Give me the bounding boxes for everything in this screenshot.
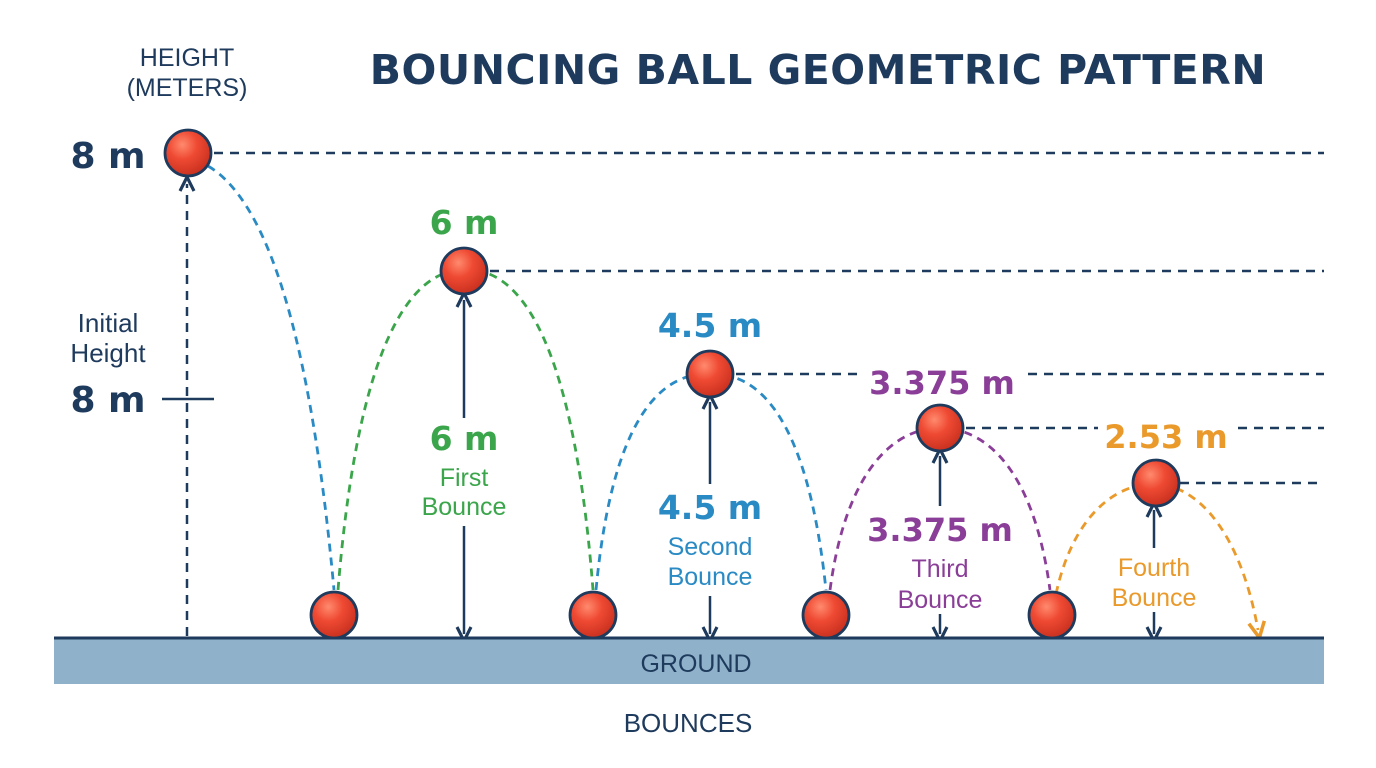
initial-top-value: 8 m [70,136,145,177]
initial-label-line1: Initial [78,308,139,338]
second-bounce-name-line2: Bounce [668,563,753,591]
second-bounce-value-label: 4.5 m [658,488,762,527]
initial-drop-path [207,164,336,591]
height-guides [214,151,1324,485]
x-axis-label: BOUNCES [624,708,753,738]
second-bounce-name-line1: Second [668,533,753,561]
ground-band [54,638,1324,684]
ball-ground-2 [568,590,618,640]
initial-side-value: 8 m [70,380,145,421]
third-bounce-value-label: 3.375 m [867,511,1013,549]
ball-fourth-peak [1131,458,1181,508]
ball-third-peak [915,403,965,453]
first-bounce-name-line2: Bounce [422,493,507,521]
second-bounce-path [594,372,828,591]
ball-first-peak [439,246,489,296]
ground-label: GROUND [640,650,751,678]
third-bounce-name-line1: Third [912,555,969,583]
second-bounce-peak-label: 4.5 m [658,306,762,345]
y-axis-label-line1: HEIGHT [140,44,234,72]
bounce-measure-arrows [464,300,1154,634]
ball-ground-3 [801,590,851,640]
y-axis-label-line2: (METERS) [127,74,248,102]
ball-initial [163,128,213,178]
first-bounce-name-line1: First [440,464,489,492]
third-bounce-name-line2: Bounce [898,586,983,614]
fourth-bounce-name-line1: Fourth [1118,554,1190,582]
ball-ground-4 [1027,590,1077,640]
first-bounce-peak-label: 6 m [430,203,499,242]
fourth-bounce-peak-label: 2.53 m [1104,418,1227,456]
chart-title: BOUNCING BALL GEOMETRIC PATTERN [370,46,1266,94]
initial-label-line2: Height [70,338,146,368]
balls [163,128,1181,640]
first-bounce-value-label: 6 m [430,419,499,458]
ball-ground-1 [309,590,359,640]
third-bounce-peak-label: 3.375 m [869,364,1015,402]
ball-second-peak [685,349,735,399]
fourth-bounce-name-line2: Bounce [1112,584,1197,612]
